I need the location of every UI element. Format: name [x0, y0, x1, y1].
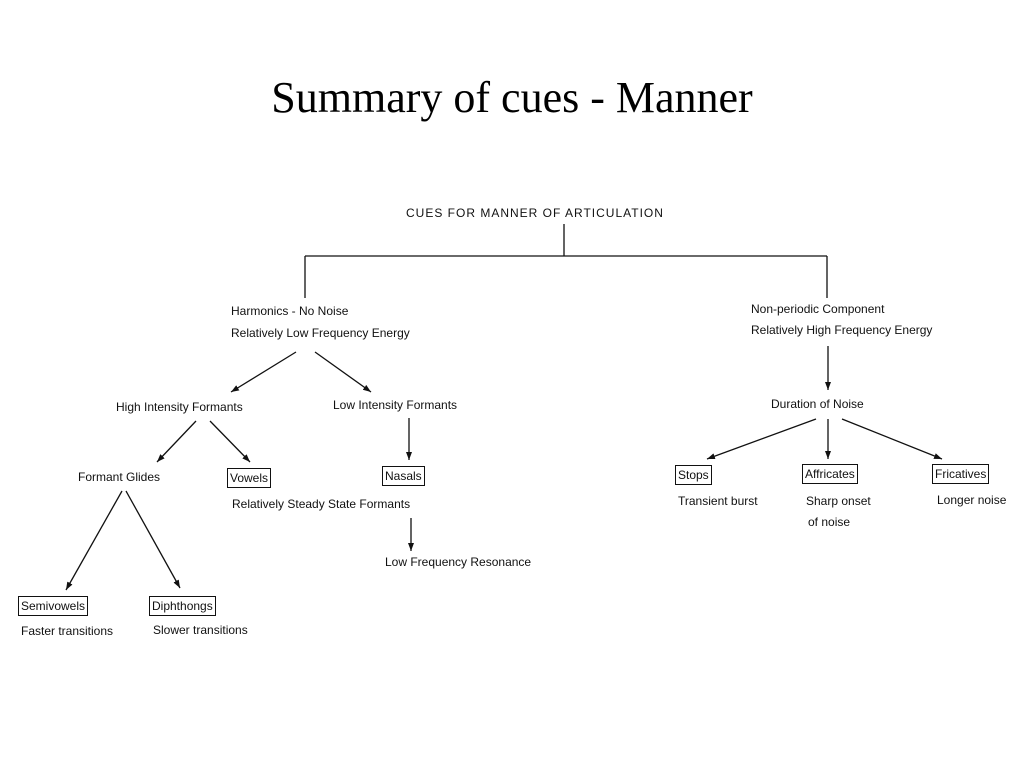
formant-glides-node: Formant Glides [78, 470, 161, 484]
arrow-to-fricatives [841, 418, 943, 460]
stops-box: Stops [675, 465, 712, 485]
vowels-box: Vowels [227, 468, 272, 488]
stops-note: Transient burst [678, 494, 758, 508]
harmonics-node-line2: Relatively Low Frequency Energy [231, 326, 410, 340]
slide-title: Summary of cues - Manner [271, 73, 753, 122]
nonperiodic-node-line1: Non-periodic Component [751, 302, 885, 316]
fricatives-box: Fricatives [932, 464, 990, 484]
vowels-note: Relatively Steady State Formants [232, 497, 411, 511]
fricatives-note: Longer noise [937, 493, 1007, 507]
arrow-to-high-intensity [230, 351, 297, 393]
semivowels-note: Faster transitions [21, 624, 114, 638]
nasals-box: Nasals [382, 466, 425, 486]
duration-of-noise-node: Duration of Noise [771, 397, 864, 411]
arrow-to-stops [706, 418, 817, 460]
harmonics-node-line1: Harmonics - No Noise [231, 304, 349, 318]
low-intensity-formants-node: Low Intensity Formants [333, 398, 458, 412]
diphthongs-note: Slower transitions [153, 623, 248, 637]
affricates-box: Affricates [802, 464, 858, 484]
arrow-to-formant-glides [156, 420, 197, 463]
semivowels-box: Semivowels [18, 596, 89, 616]
high-intensity-formants-node: High Intensity Formants [116, 400, 243, 414]
affricates-note-line2: of noise [808, 515, 851, 529]
nonperiodic-node-line2: Relatively High Frequency Energy [751, 323, 933, 337]
affricates-note-line1: Sharp onset [806, 494, 871, 508]
nasals-note: Low Frequency Resonance [385, 555, 532, 569]
root-node: CUES FOR MANNER OF ARTICULATION [406, 206, 664, 220]
arrow-to-low-intensity [314, 351, 372, 393]
arrow-to-semivowels [65, 490, 123, 591]
arrow-to-diphthongs [125, 490, 181, 589]
diphthongs-box: Diphthongs [149, 596, 216, 616]
arrow-to-vowels [209, 420, 251, 463]
